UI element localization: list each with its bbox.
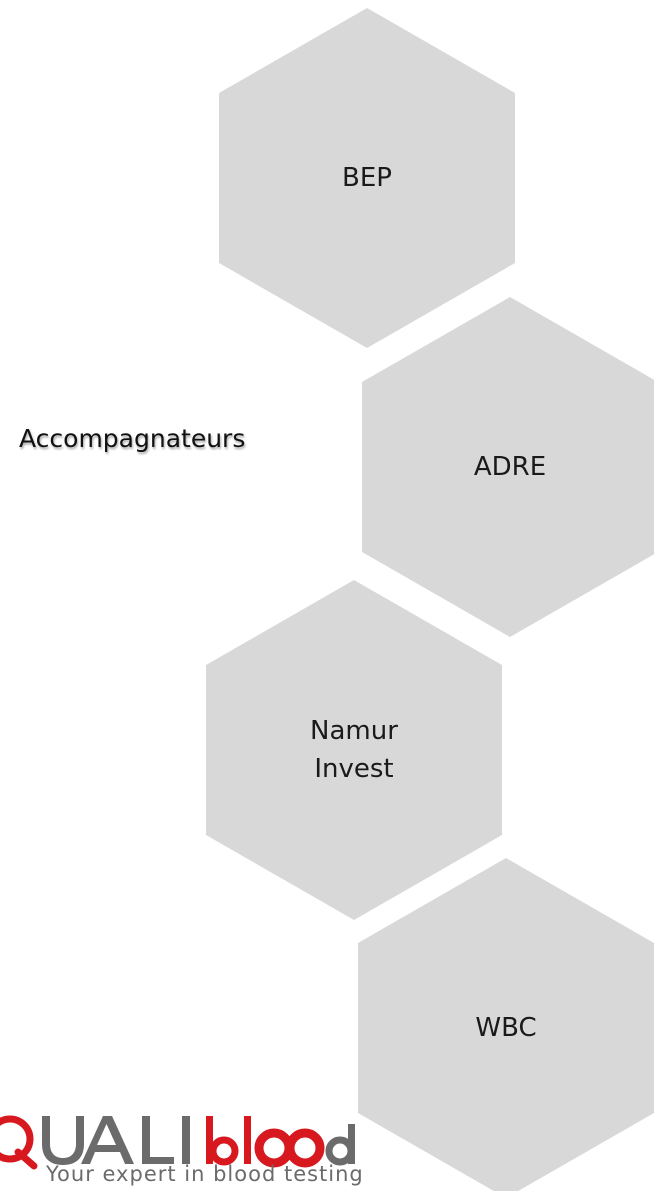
hexagon-label-bep: BEP [342, 163, 392, 193]
logo-tagline: Your expert in blood testing [46, 1162, 364, 1186]
logo-blood-cells [254, 1128, 325, 1168]
hexagon-label-wbc: WBC [475, 1013, 537, 1043]
qualiblood-logo [0, 1115, 355, 1170]
hexagon-bep: BEP [219, 8, 515, 348]
hexagon-adre: ADRE [362, 297, 654, 637]
hexagon-label-adre: ADRE [473, 452, 547, 482]
accompagnateurs-label: Accompagnateurs [19, 424, 246, 453]
hexagon-wbc: WBC [358, 858, 654, 1191]
logo-bl [206, 1116, 251, 1166]
logo-q-mark [0, 1115, 38, 1170]
logo-d [325, 1124, 355, 1166]
hexagon-label-namur-invest: Namur Invest [310, 716, 398, 784]
logo-uali [42, 1116, 190, 1165]
hexagon-namur-invest: Namur Invest [206, 580, 502, 920]
